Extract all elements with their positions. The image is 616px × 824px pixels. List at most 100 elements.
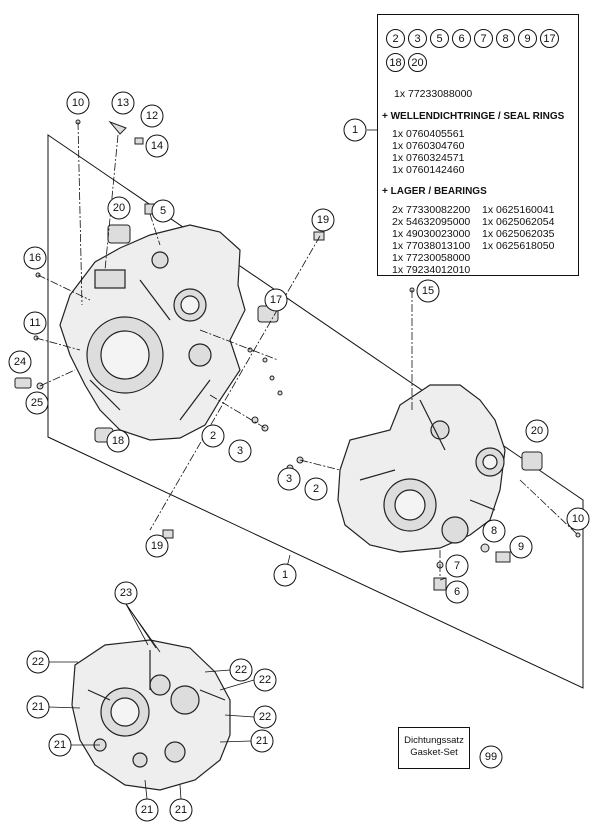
svg-text:17: 17 xyxy=(270,294,282,306)
callout-21d[interactable]: 21 xyxy=(135,798,159,822)
kit-numbers-row2: 18 20 xyxy=(386,53,427,72)
kit-num[interactable]: 2 xyxy=(386,29,405,48)
callout-16[interactable]: 16 xyxy=(23,246,47,270)
callout-21a[interactable]: 21 xyxy=(26,695,50,719)
bearing-line: 1x 0625160041 xyxy=(482,204,555,216)
right-crankcase-half xyxy=(337,384,506,553)
svg-text:13: 13 xyxy=(117,97,129,109)
svg-text:5: 5 xyxy=(160,205,166,217)
svg-text:3: 3 xyxy=(237,445,243,457)
callout-22b[interactable]: 22 xyxy=(229,658,253,682)
callout-20b[interactable]: 20 xyxy=(525,419,549,443)
kit-main-part: 1x 77233088000 xyxy=(394,88,473,100)
svg-text:11: 11 xyxy=(29,317,40,329)
svg-text:21: 21 xyxy=(256,735,268,747)
svg-text:16: 16 xyxy=(29,252,41,264)
callout-3b[interactable]: 3 xyxy=(277,467,301,491)
dowel-19-bottom xyxy=(162,529,174,539)
callout-2b[interactable]: 2 xyxy=(304,477,328,501)
svg-text:21: 21 xyxy=(175,804,187,816)
callout-5[interactable]: 5 xyxy=(151,199,175,223)
callout-9[interactable]: 9 xyxy=(509,535,533,559)
svg-text:23: 23 xyxy=(120,587,132,599)
bracket-12-13 xyxy=(108,120,127,135)
svg-text:8: 8 xyxy=(491,525,497,537)
svg-text:19: 19 xyxy=(151,540,163,552)
bearing-line: 1x 77038013100 xyxy=(392,240,471,252)
callout-21e[interactable]: 21 xyxy=(169,798,193,822)
washer-8 xyxy=(480,543,490,553)
callout-22a[interactable]: 22 xyxy=(26,650,50,674)
svg-text:2: 2 xyxy=(313,483,319,495)
svg-text:21: 21 xyxy=(141,804,153,816)
svg-text:21: 21 xyxy=(54,739,66,751)
plug-6 xyxy=(433,577,447,591)
bearings-header: + LAGER / BEARINGS xyxy=(382,186,487,197)
svg-text:15: 15 xyxy=(422,285,434,297)
callout-12[interactable]: 12 xyxy=(140,104,164,128)
callout-19a[interactable]: 19 xyxy=(311,208,335,232)
kit-num[interactable]: 3 xyxy=(408,29,427,48)
callout-23[interactable]: 23 xyxy=(114,581,138,605)
svg-text:22: 22 xyxy=(32,656,44,668)
svg-text:20: 20 xyxy=(531,425,543,437)
callout-22d[interactable]: 22 xyxy=(253,705,277,729)
callout-14[interactable]: 14 xyxy=(145,134,169,158)
kit-num[interactable]: 18 xyxy=(386,53,405,72)
callout-8[interactable]: 8 xyxy=(482,519,506,543)
callout-21b[interactable]: 21 xyxy=(48,733,72,757)
callout-19b[interactable]: 19 xyxy=(145,534,169,558)
callout-17[interactable]: 17 xyxy=(264,288,288,312)
callout-99[interactable]: 99 xyxy=(479,745,503,769)
bearing-line: 1x 77230058000 xyxy=(392,252,471,264)
svg-text:10: 10 xyxy=(572,513,584,525)
callout-6[interactable]: 6 xyxy=(445,580,469,604)
callout-10a[interactable]: 10 xyxy=(66,91,90,115)
kit-num[interactable]: 6 xyxy=(452,29,471,48)
callout-7[interactable]: 7 xyxy=(445,554,469,578)
kit-num[interactable]: 5 xyxy=(430,29,449,48)
callout-21c[interactable]: 21 xyxy=(250,729,274,753)
kit-num[interactable]: 7 xyxy=(474,29,493,48)
seal-rings-header: + WELLENDICHTRINGE / SEAL RINGS xyxy=(382,111,565,122)
callout-2a[interactable]: 2 xyxy=(201,424,225,448)
callout-3a[interactable]: 3 xyxy=(228,439,252,463)
callout-24[interactable]: 24 xyxy=(8,350,32,374)
callout-1b[interactable]: 1 xyxy=(273,563,297,587)
kit-num[interactable]: 8 xyxy=(496,29,515,48)
svg-text:22: 22 xyxy=(259,674,271,686)
svg-text:1: 1 xyxy=(352,124,358,136)
bearing-line: 2x 54632095000 xyxy=(392,216,471,228)
gasket-set-box[interactable]: Dichtungssatz Gasket-Set xyxy=(398,727,470,769)
callout-25[interactable]: 25 xyxy=(25,391,49,415)
callout-10b[interactable]: 10 xyxy=(566,507,590,531)
svg-text:10: 10 xyxy=(72,97,84,109)
callout-11[interactable]: 11 xyxy=(23,311,47,335)
kit-num[interactable]: 17 xyxy=(540,29,559,48)
screw-14 xyxy=(134,137,144,145)
kit-num[interactable]: 9 xyxy=(518,29,537,48)
callout-13[interactable]: 13 xyxy=(111,91,135,115)
callout-22c[interactable]: 22 xyxy=(253,668,277,692)
callout-20a[interactable]: 20 xyxy=(107,196,131,220)
kit-num[interactable]: 20 xyxy=(408,53,427,72)
svg-text:2: 2 xyxy=(210,430,216,442)
svg-text:18: 18 xyxy=(112,435,124,447)
callout-15[interactable]: 15 xyxy=(416,279,440,303)
svg-text:19: 19 xyxy=(317,214,329,226)
seal-line: 1x 0760304760 xyxy=(392,140,465,152)
screw-10-right xyxy=(575,532,581,538)
callout-18[interactable]: 18 xyxy=(106,429,130,453)
seal-line: 1x 0760405561 xyxy=(392,128,465,140)
bearing-line: 1x 0625618050 xyxy=(482,240,555,252)
svg-text:12: 12 xyxy=(146,110,158,122)
bearing-20-left xyxy=(107,224,131,244)
bearing-line: 1x 49030023000 xyxy=(392,228,471,240)
bearing-line: 1x 79234012010 xyxy=(392,264,471,276)
callout-1a[interactable]: 1 xyxy=(343,118,367,142)
kit-contents-box: 2 3 5 6 7 8 9 17 18 20 1x 77233088000 + … xyxy=(377,14,579,276)
svg-text:25: 25 xyxy=(31,397,43,409)
svg-text:99: 99 xyxy=(485,751,497,763)
gasket-set-label-de: Dichtungssatz xyxy=(404,735,464,746)
